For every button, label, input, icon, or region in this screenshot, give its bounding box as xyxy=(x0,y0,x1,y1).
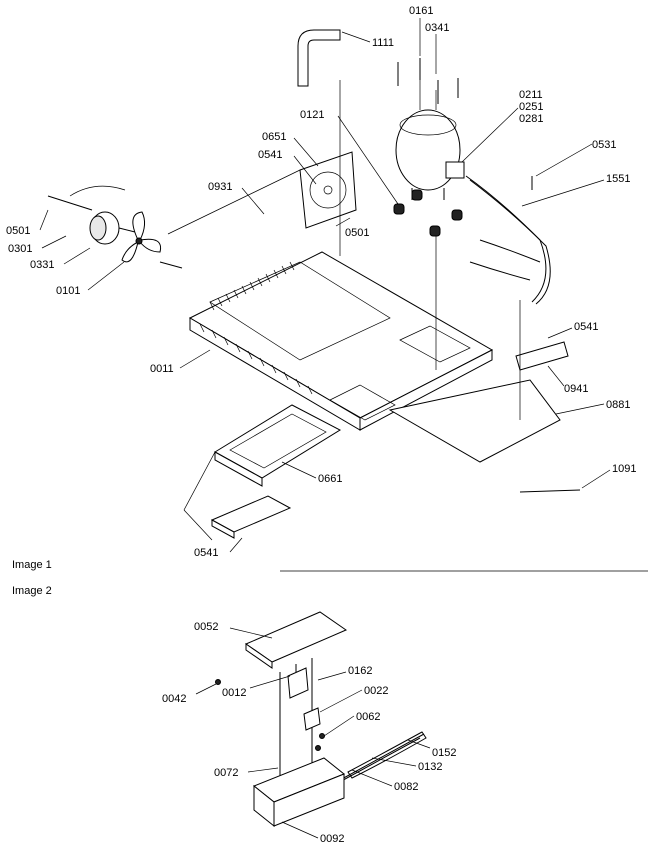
fan-blade xyxy=(121,211,183,269)
callout-0531: 0531 xyxy=(592,139,616,151)
callout-0012: 0012 xyxy=(222,687,246,699)
callout-1111: 1111 xyxy=(372,37,394,49)
grommets xyxy=(393,189,463,237)
tube-1111 xyxy=(297,29,341,87)
callout-0211: 0211 xyxy=(519,89,543,101)
callout-0541-c: 0541 xyxy=(194,547,218,559)
fan-shroud-0651 xyxy=(299,151,357,229)
callout-0651: 0651 xyxy=(262,131,286,143)
drain-pan-0661 xyxy=(214,404,342,487)
callout-0082: 0082 xyxy=(394,781,418,793)
drain-tray-0881 xyxy=(388,379,561,463)
callout-0042: 0042 xyxy=(162,693,186,705)
callout-0541-a: 0541 xyxy=(258,149,282,161)
callout-0301: 0301 xyxy=(8,243,32,255)
caption-image-2: Image 2 xyxy=(12,585,52,597)
callout-0941: 0941 xyxy=(564,383,588,395)
caption-image-1: Image 1 xyxy=(12,559,52,571)
callout-0501-b: 0501 xyxy=(6,225,30,237)
image-1-assembly: 0161 0341 1111 0211 0251 0281 0121 0531 … xyxy=(6,5,636,559)
callout-0072: 0072 xyxy=(214,767,238,779)
callout-0092: 0092 xyxy=(320,833,344,845)
callout-0661: 0661 xyxy=(318,473,342,485)
fan-motor xyxy=(47,185,136,245)
callout-1091: 1091 xyxy=(612,463,636,475)
callout-0881: 0881 xyxy=(606,399,630,411)
callout-0281: 0281 xyxy=(519,113,543,125)
heater-0541-bottom xyxy=(210,495,292,539)
strip-1091 xyxy=(519,489,581,493)
callout-0152: 0152 xyxy=(432,747,456,759)
wire-harness-1551 xyxy=(465,175,551,305)
callout-0011: 0011 xyxy=(150,363,174,375)
callout-0331: 0331 xyxy=(30,259,54,271)
bolts xyxy=(397,58,459,104)
callout-0341: 0341 xyxy=(425,22,449,34)
callout-0931: 0931 xyxy=(208,181,232,193)
callout-0121: 0121 xyxy=(300,109,324,121)
callout-0251: 0251 xyxy=(519,101,543,113)
callout-0501-a: 0501 xyxy=(345,227,369,239)
callout-0541-b: 0541 xyxy=(574,321,598,333)
callout-0062: 0062 xyxy=(356,711,380,723)
callout-0052: 0052 xyxy=(194,621,218,633)
thermostat-0012 xyxy=(287,667,309,699)
callout-0132: 0132 xyxy=(418,761,442,773)
clip-0022 xyxy=(303,707,321,731)
callout-0162: 0162 xyxy=(348,665,372,677)
bracket-0941 xyxy=(515,341,569,371)
callout-0101: 0101 xyxy=(56,285,80,297)
image-2-assembly: 0052 0162 0042 0012 0022 0062 0152 0072 … xyxy=(162,611,456,845)
callout-0022: 0022 xyxy=(364,685,388,697)
callout-1551: 1551 xyxy=(606,173,630,185)
housing-0092 xyxy=(253,757,345,828)
compressor xyxy=(395,70,465,200)
callout-0161: 0161 xyxy=(409,5,433,17)
